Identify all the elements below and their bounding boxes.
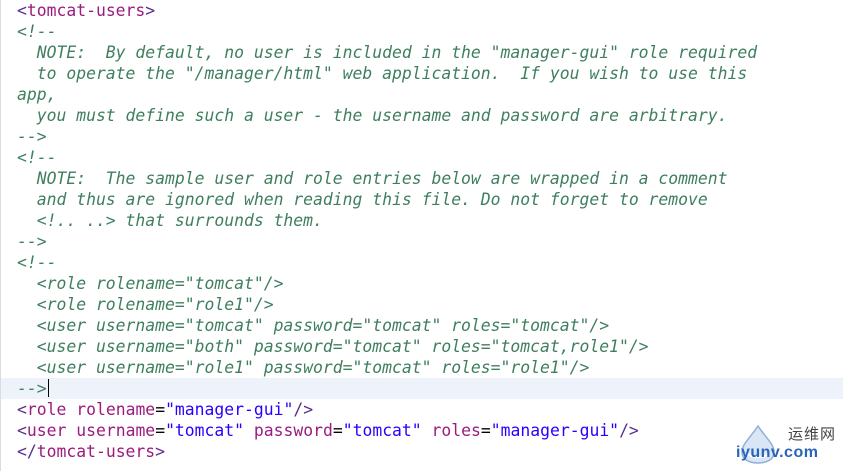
- code-line[interactable]: NOTE: The sample user and role entries b…: [17, 169, 728, 188]
- code-line[interactable]: <!--: [17, 22, 57, 41]
- code-line[interactable]: <user username="tomcat" password="tomcat…: [17, 316, 610, 335]
- code-line[interactable]: <!--: [17, 253, 57, 272]
- code-line[interactable]: -->: [17, 232, 47, 251]
- watermark-url-text: iyunv.com: [736, 444, 819, 461]
- code-line[interactable]: <!--: [17, 148, 57, 167]
- droplet-logo-icon: [741, 424, 775, 464]
- code-line[interactable]: <!.. ..> that surrounds them.: [17, 211, 323, 230]
- code-line[interactable]: app,: [17, 85, 57, 104]
- code-line[interactable]: you must define such a user - the userna…: [17, 106, 728, 125]
- code-line[interactable]: -->: [17, 127, 47, 146]
- code-line[interactable]: <user username="role1" password="tomcat"…: [17, 358, 590, 377]
- code-line[interactable]: <user username="both" password="tomcat" …: [17, 337, 649, 356]
- code-line[interactable]: <tomcat-users>: [17, 1, 156, 20]
- code-line[interactable]: NOTE: By default, no user is included in…: [17, 43, 758, 62]
- code-line[interactable]: <role rolename="manager-gui"/>: [17, 400, 314, 419]
- text-caret: [47, 379, 49, 397]
- code-line[interactable]: -->: [1, 378, 843, 399]
- code-line[interactable]: <role rolename="tomcat"/>: [17, 274, 284, 293]
- watermark: 运维网 iyunv.com: [732, 418, 840, 468]
- code-line[interactable]: to operate the "/manager/html" web appli…: [17, 64, 748, 83]
- watermark-cn-text: 运维网: [788, 425, 837, 443]
- code-line[interactable]: <role rolename="role1"/>: [17, 295, 274, 314]
- code-line[interactable]: <user username="tomcat" password="tomcat…: [17, 421, 639, 440]
- code-line[interactable]: </tomcat-users>: [17, 442, 166, 461]
- code-line[interactable]: and thus are ignored when reading this f…: [17, 190, 708, 209]
